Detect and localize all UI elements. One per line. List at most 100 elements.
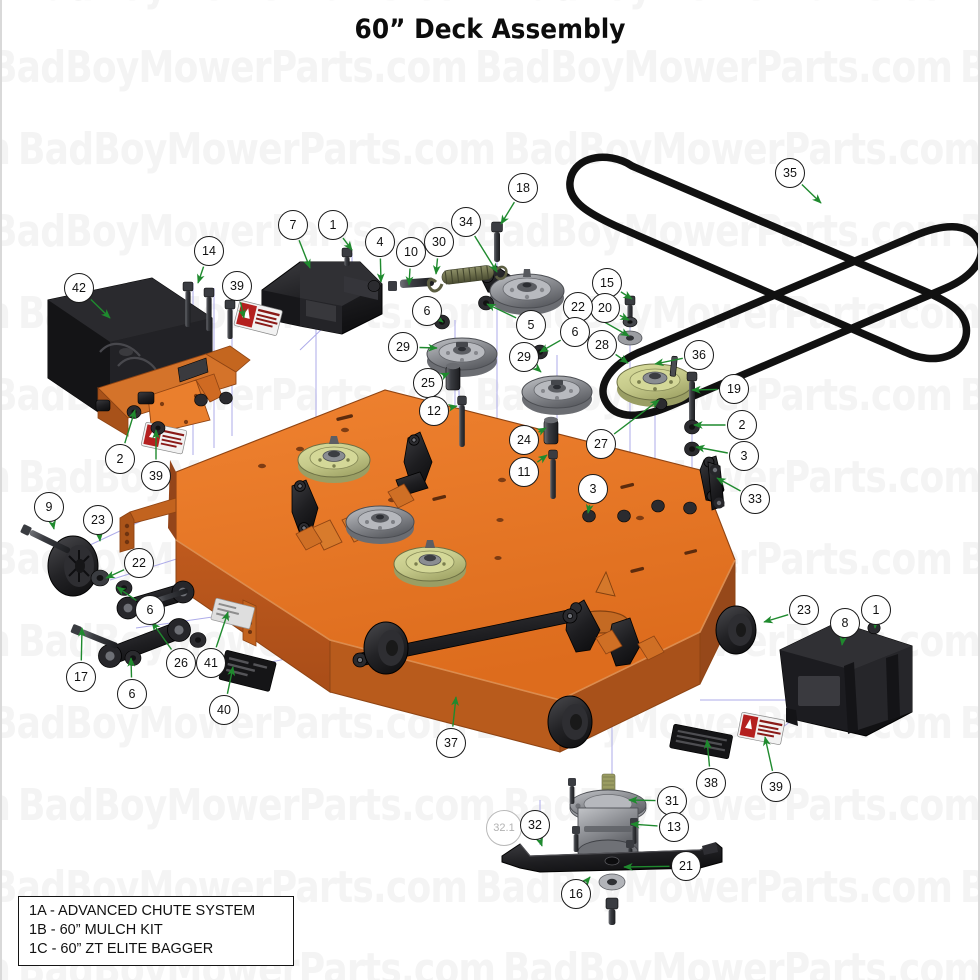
callout-13[interactable]: 13: [659, 812, 689, 842]
page-edge-right: [978, 0, 980, 980]
callout-32[interactable]: 32: [520, 810, 550, 840]
callout-1[interactable]: 1: [861, 595, 891, 625]
leader-line-13: [630, 820, 658, 829]
idler-pulley-left-part: [426, 337, 498, 377]
leader-line-15: [620, 291, 633, 300]
callout-4[interactable]: 4: [365, 227, 395, 257]
callout-6[interactable]: 6: [412, 296, 442, 326]
callout-39[interactable]: 39: [141, 461, 171, 491]
callout-10[interactable]: 10: [396, 237, 426, 267]
leader-line-33: [716, 477, 741, 492]
deck-lift-linkage-parts: [291, 431, 725, 668]
callout-17[interactable]: 17: [66, 662, 96, 692]
leader-line-16: [581, 876, 591, 887]
leader-line-5: [486, 303, 517, 319]
leader-line-11: [536, 454, 548, 464]
callout-40[interactable]: 40: [209, 695, 239, 725]
callout-34[interactable]: 34: [451, 207, 481, 237]
callout-26[interactable]: 26: [166, 648, 196, 678]
leader-line-2: [124, 409, 137, 444]
callout-29[interactable]: 29: [509, 342, 539, 372]
callout-1[interactable]: 1: [318, 210, 348, 240]
idler-pulley-top-part: [489, 269, 565, 315]
callout-8[interactable]: 8: [830, 608, 860, 638]
leader-line-28: [615, 353, 629, 364]
blade-bolt-part: [605, 897, 619, 925]
leader-line-22: [105, 569, 125, 579]
spindle-assembly-part: [568, 773, 647, 866]
leader-line-8: [839, 635, 848, 646]
callout-3[interactable]: 3: [729, 441, 759, 471]
leader-line-6: [127, 657, 136, 678]
callout-6[interactable]: 6: [117, 679, 147, 709]
callout-33[interactable]: 33: [740, 484, 770, 514]
callout-38[interactable]: 38: [696, 768, 726, 798]
blade-washer-part: [598, 873, 626, 891]
leader-line-7: [298, 240, 311, 269]
callout-29[interactable]: 29: [388, 332, 418, 362]
callout-19[interactable]: 19: [719, 374, 749, 404]
callout-20[interactable]: 20: [590, 293, 620, 323]
callout-27[interactable]: 27: [586, 429, 616, 459]
callout-2[interactable]: 2: [105, 444, 135, 474]
idler-pulley-mid-part: [521, 375, 593, 415]
leader-line-37: [451, 696, 459, 727]
leader-line-27: [613, 399, 660, 435]
leader-line-9: [48, 519, 56, 530]
callout-42[interactable]: 42: [64, 273, 94, 303]
leader-line-31: [628, 796, 656, 805]
leader-line-30: [432, 258, 441, 275]
leader-line-21: [623, 862, 670, 871]
callout-16[interactable]: 16: [561, 879, 591, 909]
callout-22[interactable]: 22: [124, 548, 154, 578]
callout-39[interactable]: 39: [222, 271, 252, 301]
callout-23[interactable]: 23: [789, 595, 819, 625]
callout-9[interactable]: 9: [34, 492, 64, 522]
deck-gauge-wheel-parts: [363, 605, 757, 749]
fastener-parts: [126, 221, 881, 635]
deck-spindle-pulley-parts: [297, 436, 467, 587]
callout-39[interactable]: 39: [761, 772, 791, 802]
callout-28[interactable]: 28: [587, 330, 617, 360]
deck-bracket-parts: [295, 483, 665, 661]
callout-14[interactable]: 14: [194, 236, 224, 266]
callout-23[interactable]: 23: [83, 505, 113, 535]
belt-part: [566, 153, 980, 419]
callout-5[interactable]: 5: [516, 310, 546, 340]
leader-line-6: [539, 339, 562, 353]
callout-41[interactable]: 41: [196, 648, 226, 678]
callout-11[interactable]: 11: [509, 457, 539, 487]
callout-24[interactable]: 24: [509, 425, 539, 455]
leader-line-36: [654, 357, 683, 367]
leader-line-14: [197, 266, 205, 284]
leader-line-41: [215, 611, 229, 648]
chute-deflector-part: [261, 261, 383, 335]
chute-system-housing-part: [47, 277, 251, 437]
callout-37[interactable]: 37: [436, 728, 466, 758]
callout-6[interactable]: 6: [560, 317, 590, 347]
callout-21[interactable]: 21: [671, 851, 701, 881]
leader-line-4: [376, 258, 385, 283]
leader-line-40: [226, 666, 236, 694]
leader-line-23: [763, 614, 789, 624]
leader-line-32: [535, 836, 543, 847]
leader-line-34: [474, 235, 498, 273]
callout-3[interactable]: 3: [578, 474, 608, 504]
callout-36[interactable]: 36: [684, 340, 714, 370]
callout-7[interactable]: 7: [278, 210, 308, 240]
callout-18[interactable]: 18: [508, 173, 538, 203]
callout-12[interactable]: 12: [419, 396, 449, 426]
callout-25[interactable]: 25: [413, 368, 443, 398]
callout-6[interactable]: 6: [135, 595, 165, 625]
leader-line-1: [342, 237, 353, 251]
callout-32-1[interactable]: 32.1: [486, 810, 522, 846]
callout-15[interactable]: 15: [592, 268, 622, 298]
callout-35[interactable]: 35: [775, 158, 805, 188]
callout-30[interactable]: 30: [424, 227, 454, 257]
leader-line-25: [439, 372, 450, 381]
callout-2[interactable]: 2: [727, 410, 757, 440]
